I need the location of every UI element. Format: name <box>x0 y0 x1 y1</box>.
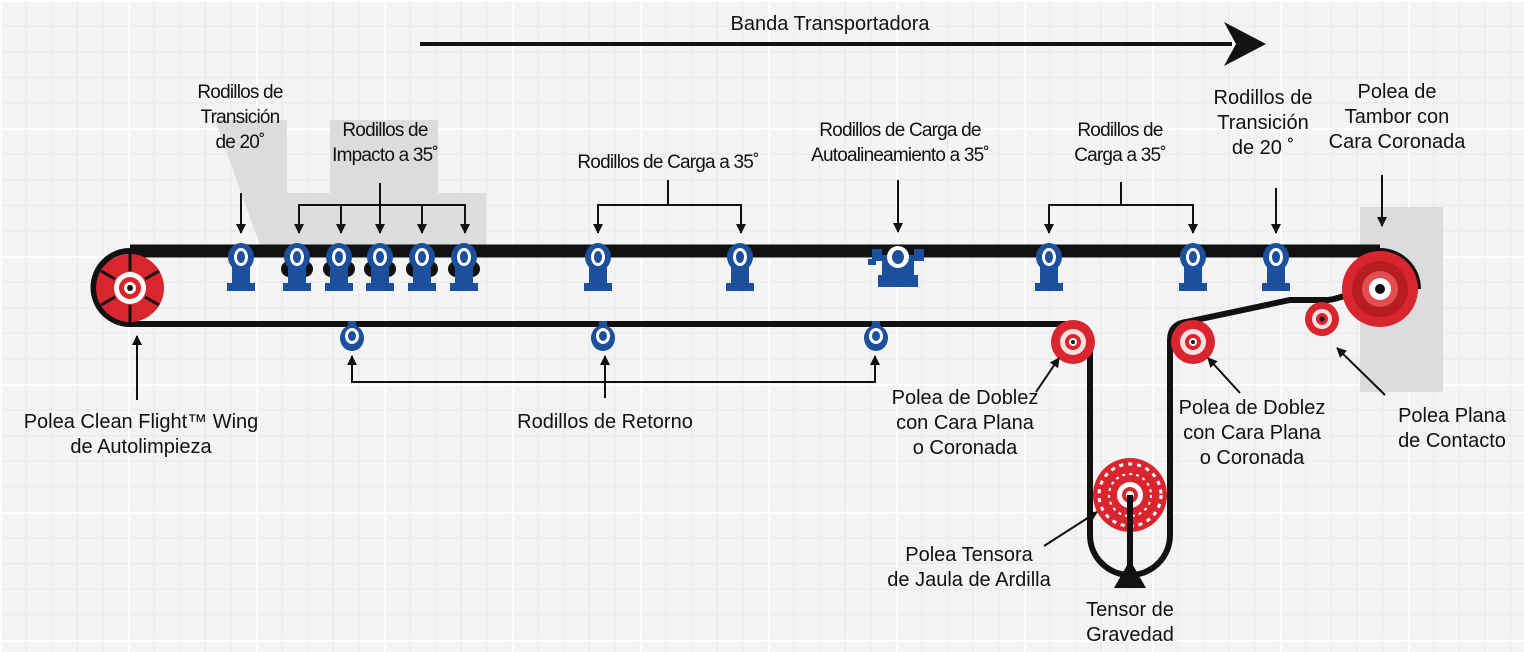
carry-roller <box>726 243 754 291</box>
label-line: con Cara Plana <box>1183 422 1321 444</box>
diagram-title: Banda Transportadora <box>660 12 1000 37</box>
label-return-rollers: Rodillos de Retorno <box>490 410 720 435</box>
label-line: de Autolimpieza <box>70 436 212 458</box>
label-transition-right: Rodillos de Transición de 20 ˚ <box>1198 86 1328 161</box>
wing-pulley <box>96 254 164 322</box>
label-line: Rodillos de <box>197 82 283 103</box>
title-text: Banda Transportadora <box>730 13 930 35</box>
label-transition-left: Rodillos de Transición de 20˚ <box>170 80 310 155</box>
label-line: Polea de Doblez <box>891 387 1039 409</box>
transition-roller <box>1262 243 1290 291</box>
carry-roller <box>1035 243 1063 291</box>
impact-roller <box>448 243 480 291</box>
label-line: de Jaula de Ardilla <box>887 569 1051 591</box>
transition-roller <box>227 243 255 291</box>
gravity-weight <box>1114 560 1146 588</box>
label-line: Impacto a 35˚ <box>332 145 439 166</box>
label-line: de 20 ˚ <box>1231 137 1295 159</box>
label-bend-right: Polea de Doblez con Cara Plana o Coronad… <box>1172 396 1332 471</box>
label-line: Transición <box>1217 112 1309 134</box>
self-aligning-roller <box>868 246 924 287</box>
label-line: de 20˚ <box>215 132 265 153</box>
label-wing-pulley: Polea Clean Flight™ Wing de Autolimpieza <box>0 410 282 460</box>
label-line: Polea de Doblez <box>1178 397 1326 419</box>
label-line: Polea Clean Flight™ Wing <box>23 411 259 433</box>
label-line: Autoalineamiento a 35˚ <box>811 145 990 166</box>
label-impact: Rodillos de Impacto a 35˚ <box>300 118 470 168</box>
impact-roller <box>281 243 313 291</box>
label-line: de Contacto <box>1398 430 1506 452</box>
label-line: con Cara Plana <box>896 412 1034 434</box>
label-take-up-pulley: Polea Tensora de Jaula de Ardilla <box>878 543 1060 593</box>
impact-roller <box>323 243 355 291</box>
label-line: Rodillos de <box>1077 120 1163 141</box>
label-line: Rodillos de <box>342 120 428 141</box>
label-self-align: Rodillos de Carga de Autoalineamiento a … <box>790 118 1010 168</box>
bend-pulley-left <box>1051 320 1095 364</box>
impact-roller <box>364 243 396 291</box>
hopper-panel <box>215 120 486 245</box>
label-carry-right: Rodillos de Carga a 35˚ <box>1050 118 1190 168</box>
carry-roller <box>584 243 612 291</box>
carry-roller <box>1179 243 1207 291</box>
label-line: o Coronada <box>912 437 1018 459</box>
label-line: Carga a 35˚ <box>1074 145 1166 166</box>
label-carry-mid: Rodillos de Carga a 35˚ <box>548 150 788 175</box>
label-bend-left: Polea de Doblez con Cara Plana o Coronad… <box>890 386 1040 461</box>
label-snub-pulley: Polea Plana de Contacto <box>1384 404 1520 454</box>
label-line: Rodillos de Carga a 35˚ <box>577 152 759 173</box>
belt-wrap-tail <box>90 248 131 327</box>
direction-arrow-head <box>1224 22 1266 66</box>
label-line: Polea Plana <box>1398 405 1506 427</box>
label-line: Tensor de <box>1086 599 1174 621</box>
label-line: Rodillos de Retorno <box>517 411 693 433</box>
label-gravity-take-up: Tensor de Gravedad <box>1070 598 1190 648</box>
label-line: o Coronada <box>1199 447 1305 469</box>
snub-pulley <box>1305 302 1339 336</box>
label-head-pulley: Polea de Tambor con Cara Coronada <box>1322 80 1472 155</box>
label-line: Transición <box>200 107 281 128</box>
label-line: Tambor con <box>1344 106 1450 128</box>
label-line: Rodillos de <box>1213 87 1313 109</box>
impact-roller <box>406 243 438 291</box>
label-line: Rodillos de Carga de <box>819 120 981 141</box>
label-line: Polea de <box>1357 81 1437 103</box>
label-line: Cara Coronada <box>1328 131 1466 153</box>
head-pulley <box>1342 251 1418 327</box>
label-line: Polea Tensora <box>905 544 1033 566</box>
bend-pulley-right <box>1171 320 1215 364</box>
label-line: Gravedad <box>1086 624 1174 646</box>
